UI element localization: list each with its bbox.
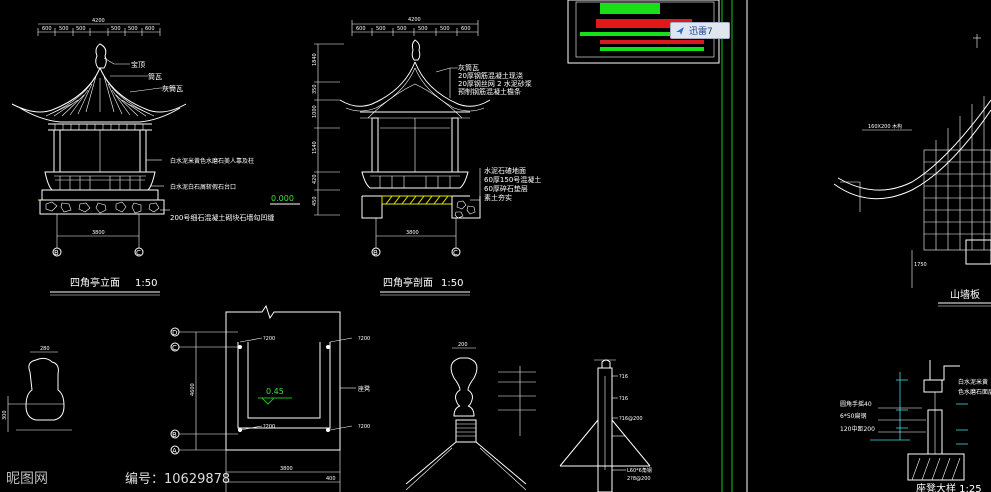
elevation-scale: 1:50 <box>135 278 157 289</box>
sect-label-3: 20厚钢丝网 2 水泥砂浆 <box>458 79 532 88</box>
axis-c-sect: C <box>453 249 458 257</box>
sect-dim-3: 500 <box>397 26 407 32</box>
label-ridge: 筒瓦 <box>148 72 162 81</box>
sect-vdim-5: 420 <box>312 174 318 184</box>
gable-title: 山墙板 <box>950 288 980 301</box>
finial-detail: 200 <box>405 342 536 491</box>
plan-rebar-4: ?200 <box>358 424 370 430</box>
axis-b-elev: B <box>54 249 59 257</box>
xunlei-download-badge[interactable]: 迅雷7 <box>670 22 730 39</box>
watermark-site: 昵图网 <box>6 471 48 487</box>
sect-vdim-2: 350 <box>312 84 318 94</box>
xunlei-badge-label: 迅雷7 <box>689 27 713 37</box>
sect-dim-5: 500 <box>440 26 450 32</box>
sect-label-s3: 60厚碎石垫层 <box>484 184 528 193</box>
xunlei-bird-icon <box>676 26 684 35</box>
watermark: 昵图网 编号：10629878 <box>0 463 991 492</box>
elev-dim-6: 600 <box>145 26 155 32</box>
section-scale: 1:50 <box>441 278 463 289</box>
elevation-title: 四角亭立面 <box>70 276 120 289</box>
label-tile: 灰筒瓦 <box>162 84 183 93</box>
col-label-1: ?16 <box>619 374 628 380</box>
elev-dim-2: 500 <box>59 26 69 32</box>
col-label-2: ?16 <box>619 396 628 402</box>
corner-label-n2: 色水磨石面层 <box>958 388 991 396</box>
sect-dim-4: 500 <box>418 26 428 32</box>
sect-label-s4: 素土夯实 <box>484 193 512 202</box>
axis-c-elev: C <box>136 249 141 257</box>
corner-title: 座凳大样 1:25 <box>916 482 982 492</box>
sect-vdim-6: 450 <box>312 196 318 206</box>
post-dim-side: 300 <box>2 410 8 420</box>
label-finial: 宝顶 <box>131 60 145 69</box>
col-label-5: 2?8@200 <box>627 476 651 482</box>
finial-dim: 200 <box>458 342 468 348</box>
sect-dim-6: 600 <box>461 26 471 32</box>
plan-rebar-1: ?200 <box>263 336 275 342</box>
corner-label-n1: 白水泥米黄 <box>958 378 988 386</box>
section-title: 四角亭剖面 <box>383 276 433 289</box>
axis-d: D <box>172 329 177 337</box>
label-foundation-note: 200号细石混凝土砌块石墙勾凹缝 <box>170 213 274 222</box>
elev-dim-3: 500 <box>76 26 86 32</box>
plan-rebar-3: ?200 <box>263 424 275 430</box>
sheet-frame <box>721 0 748 492</box>
pavilion-elevation: 4200 600 500 500 500 500 600 <box>11 18 300 296</box>
sect-label-1: 灰筒瓦 <box>458 63 479 72</box>
axis-a: A <box>172 447 177 455</box>
gable-detail: 160X200 木构 1750 山墙板 <box>833 34 991 307</box>
corner-label-r3: 120中距200 <box>840 425 875 433</box>
gable-dim: 1750 <box>914 262 927 268</box>
sect-label-4: 预制钢筋混凝土檐条 <box>458 87 521 96</box>
sect-label-s1: 水泥石碴地面 <box>484 166 526 175</box>
corner-detail: 圆角手摇40 6*50扁钢 120中距200 白水泥米黄 色水磨石面层 座凳大样… <box>840 360 991 492</box>
col-label-3: ?16@200 <box>619 416 643 422</box>
elev-dim-4: 500 <box>111 26 121 32</box>
axis-b-sect: B <box>373 249 378 257</box>
elevation-mark: 0.000 <box>271 194 294 203</box>
plan-rebar-2: ?200 <box>358 336 370 342</box>
label-column-note: 白水泥米黄色水磨石美人靠及柱 <box>170 157 254 165</box>
col-label-4: L60*6角钢 <box>627 467 652 474</box>
elev-dim-5: 500 <box>128 26 138 32</box>
post-dim-top: 280 <box>40 346 50 352</box>
sect-label-s2: 60厚150号混凝土 <box>484 175 541 184</box>
seat-plan: D C B A 4600 ?200 ?200 ?200 ?200 0.45 座凳 <box>170 304 370 492</box>
elev-dim-1: 600 <box>42 26 52 32</box>
plan-bottom-dim-1: 3800 <box>280 466 293 472</box>
sect-dim-1: 600 <box>356 26 366 32</box>
elev-bottom-dim: 3800 <box>92 230 105 236</box>
plan-side-dim: 4600 <box>190 383 196 396</box>
sect-label-2: 20厚钢筋混凝土现浇 <box>458 71 523 80</box>
sect-bottom-dim: 3800 <box>406 230 419 236</box>
watermark-code: 编号：10629878 <box>125 472 231 487</box>
corner-label-r2: 6*50扁钢 <box>840 412 866 420</box>
pavilion-section: 4200 600 500 500 500 500 600 1840 350 10… <box>312 17 541 296</box>
sect-vdim-4: 1540 <box>312 141 318 154</box>
elev-top-total: 4200 <box>92 18 105 24</box>
sect-vdim-1: 1840 <box>312 53 318 66</box>
plan-bottom-dim-2: 400 <box>326 476 336 482</box>
post-detail: 280 300 <box>2 346 72 432</box>
sect-top-total: 4200 <box>408 17 421 23</box>
label-base-note: 白水泥白石屑斩假石台口 <box>170 183 236 191</box>
sect-vdim-3: 1000 <box>312 105 318 118</box>
axis-b-plan: B <box>172 431 177 439</box>
corner-label-r1: 圆角手摇40 <box>840 400 872 408</box>
column-detail: ?16 ?16 ?16@200 L60*6角钢 2?8@200 <box>559 359 652 492</box>
plan-level: 0.45 <box>266 387 284 396</box>
gable-spec: 160X200 木构 <box>868 123 902 130</box>
sect-dim-2: 500 <box>376 26 386 32</box>
plan-beam: 座凳 <box>358 385 370 393</box>
axis-c-plan: C <box>172 344 177 352</box>
